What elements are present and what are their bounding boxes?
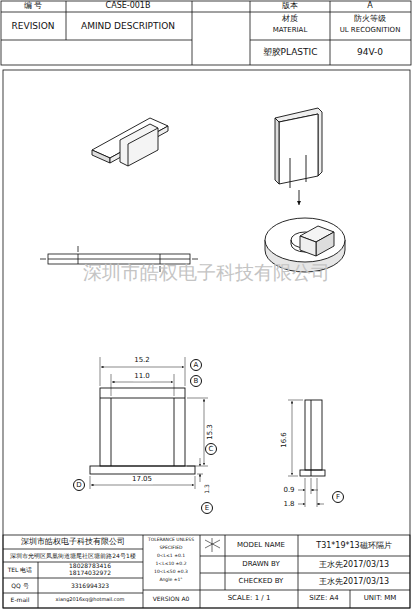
table-cell: MATERIAL	[273, 27, 308, 35]
callout-letter: E	[205, 505, 209, 512]
table-cell: VERSION A0	[153, 596, 190, 603]
dimension: 15.3	[207, 423, 215, 441]
table-cell: DRAWN BY	[242, 561, 279, 569]
callout-circle: F	[332, 491, 344, 503]
table-cell: 防火等级	[354, 15, 386, 24]
table-cell: MODEL NAME	[237, 542, 285, 550]
table-cell: 版本	[282, 2, 298, 11]
table-cell: CHECKED BY	[239, 578, 284, 586]
dimension: 11.0	[133, 373, 151, 381]
dimension: 17.05	[131, 476, 153, 484]
table-cell: xiang2016xq@hotmail.com	[56, 597, 125, 603]
table-cell: UNIT: MM	[364, 595, 397, 603]
table-cell: 94V-0	[357, 48, 383, 58]
table-cell: 塑胶PLASTIC	[263, 48, 318, 58]
table-cell: TEL 电话	[8, 567, 33, 574]
dimension: 0.9	[282, 487, 295, 495]
callout-circle: D	[73, 479, 85, 491]
watermark: 深圳市皓权电子科技有限公司	[83, 262, 330, 283]
table-cell: 18028783416 18174032972	[64, 563, 116, 576]
tolerance-note: SPECIFIED	[159, 546, 182, 551]
address: 深圳市光明区凤凰街道塘尾社区塘前路24号1楼	[10, 553, 135, 560]
table-cell: REVISION	[12, 22, 55, 32]
table-cell: 编 号	[24, 2, 43, 11]
table-cell: 3316994323	[71, 583, 109, 590]
callout-circle: E	[201, 502, 213, 514]
callout-circle: C	[205, 443, 217, 455]
tolerance-note: 1<L≤10 ±0.2	[156, 562, 187, 567]
dimension: 1.3	[204, 483, 211, 495]
table-cell: T31*19*13磁环隔片	[316, 542, 391, 551]
dimension: 1.8	[282, 501, 295, 509]
table-cell: 材质	[282, 15, 298, 24]
table-cell: AMIND DESCRIPTION	[81, 22, 175, 32]
callout-circle: B	[190, 375, 202, 387]
table-cell: SCALE: 1 / 1	[228, 595, 271, 603]
callout-letter: F	[336, 494, 340, 501]
table-cell: CASE-001B	[106, 2, 151, 11]
callout-letter: A	[194, 362, 199, 369]
table-cell: UL RECOGNITION	[340, 27, 401, 35]
tolerance-note: 0<L≤1 ±0.1	[157, 554, 185, 559]
tolerance-note: 10<L≤50 ±0.3	[154, 570, 188, 575]
dimension: 15.2	[133, 357, 151, 365]
table-cell: A	[367, 2, 372, 11]
callout-letter: D	[76, 482, 81, 489]
company-name: 深圳市皓权电子科技有限公司	[21, 538, 125, 547]
table-cell: E-mail	[11, 597, 30, 604]
callout-circle: A	[190, 359, 202, 371]
dimension: 16.6	[281, 431, 289, 449]
callout-letter: C	[209, 446, 214, 453]
table-cell: 王水先2017/03/13	[319, 578, 389, 587]
tolerance-note: Angle ±1°	[159, 578, 182, 583]
tolerance-note: TOLERANCE UNLESS	[148, 538, 194, 543]
table-cell: SIZE: A4	[309, 595, 339, 603]
callout-letter: B	[194, 378, 199, 385]
table-cell: QQ 号	[11, 583, 28, 590]
table-cell: 王水先2017/03/13	[319, 561, 389, 570]
